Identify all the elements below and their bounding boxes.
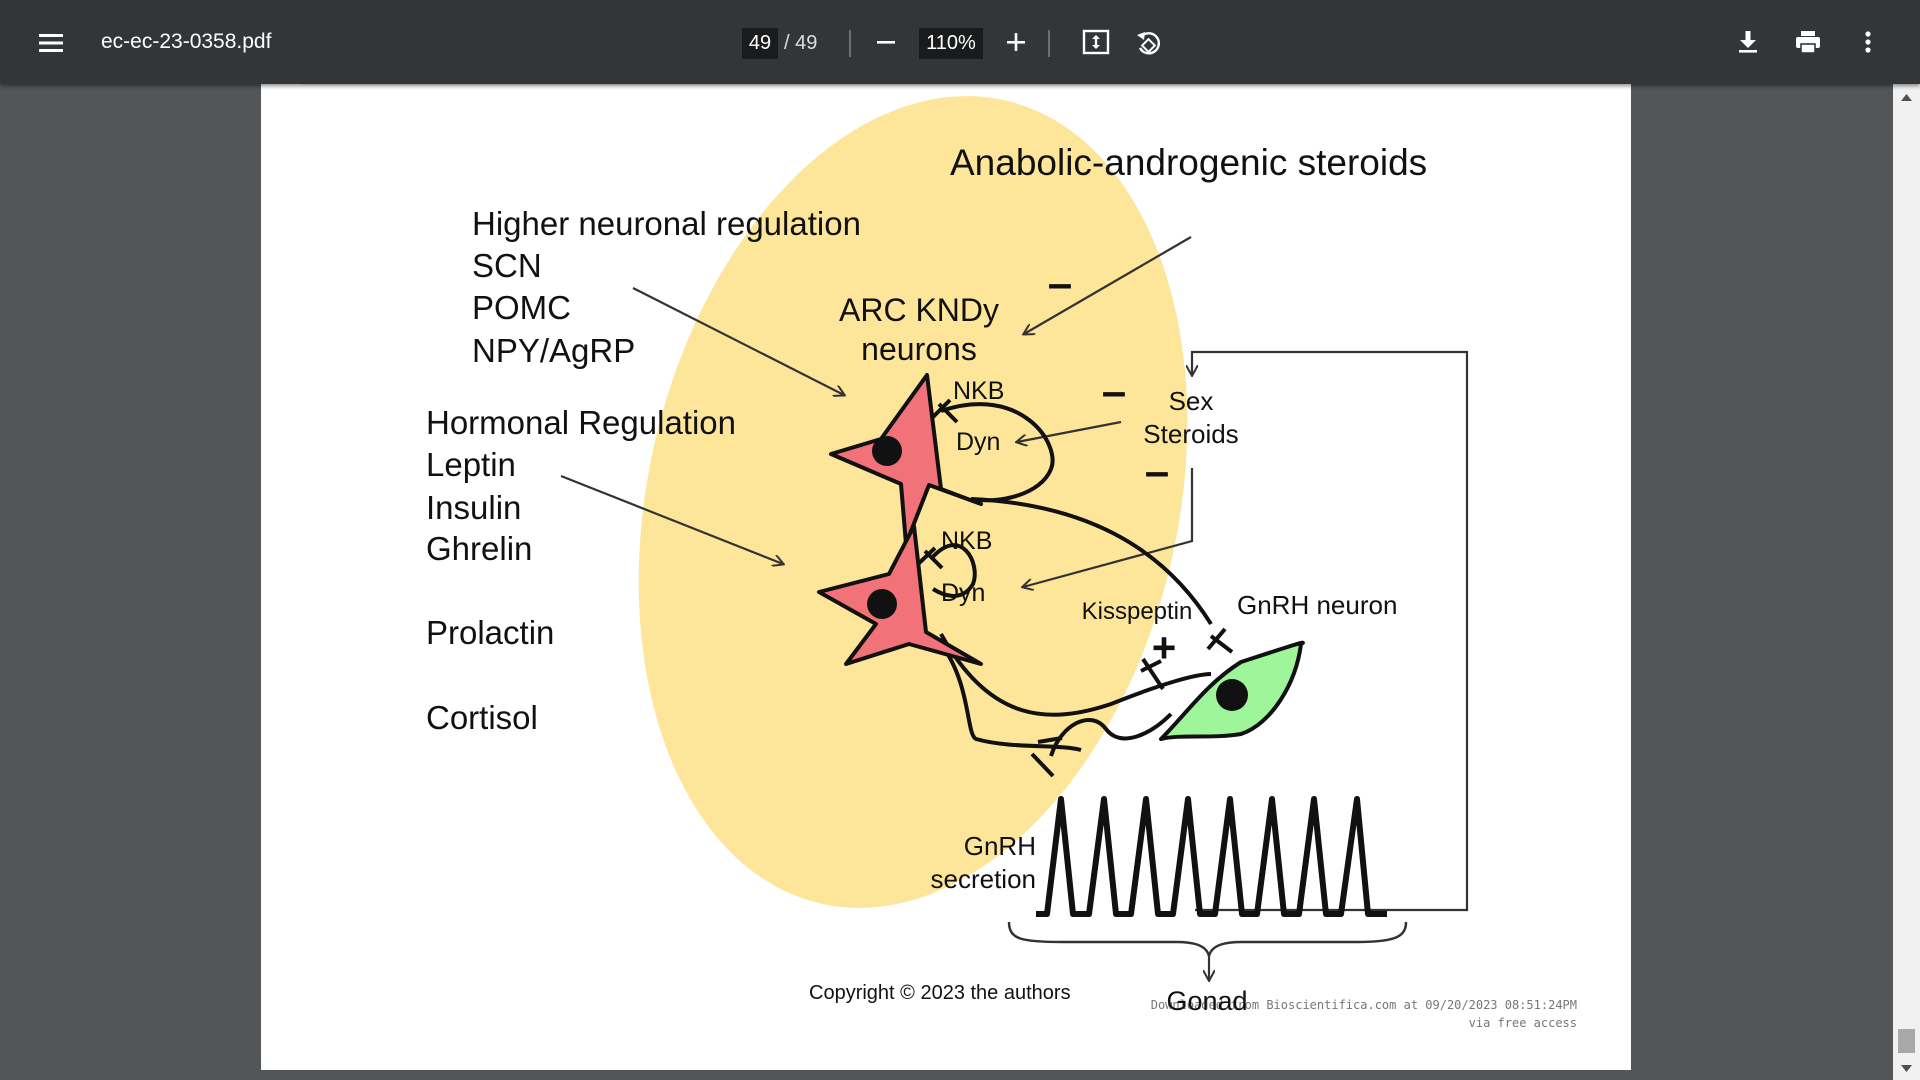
inhibit-sign: – <box>1145 447 1169 496</box>
more-options-button[interactable] <box>1848 22 1888 62</box>
fit-page-button[interactable] <box>1076 22 1116 62</box>
nkb-label: NKB <box>941 527 992 555</box>
scroll-down-icon <box>1901 1065 1912 1072</box>
synapse-marker <box>1206 627 1234 654</box>
pdf-page: Anabolic-androgenic steroids Higher neur… <box>261 84 1631 1070</box>
arc-label: neurons <box>861 331 977 367</box>
download-watermark: via free access <box>1469 1016 1577 1030</box>
zoom-out-icon <box>877 41 895 44</box>
page-number-input[interactable]: 49 <box>742 28 778 59</box>
print-button[interactable] <box>1788 22 1828 62</box>
download-button[interactable] <box>1728 22 1768 62</box>
aas-arrow <box>1024 236 1192 334</box>
synapse-marker <box>1030 736 1063 778</box>
nkb-label: NKB <box>953 377 1004 405</box>
zoom-in-button[interactable] <box>996 22 1036 62</box>
nkb-dyn-loop <box>929 543 977 598</box>
sex-steroids-label: Sex <box>1169 386 1214 416</box>
gonad-label: Gonad <box>1166 986 1247 1016</box>
kndy-nucleus <box>867 589 897 619</box>
kndy-nucleus <box>872 436 902 466</box>
sex-steroids-label: Steroids <box>1143 419 1238 449</box>
kndy-neuron <box>817 524 983 666</box>
curly-brace <box>1007 921 1408 957</box>
hormonal-regulation-heading: Hormonal Regulation <box>426 404 736 441</box>
zoom-out-button[interactable] <box>866 22 906 62</box>
download-watermark: Downloaded from Bioscientifica.com at 09… <box>1151 998 1577 1012</box>
inhibit-sign: – <box>1048 259 1072 308</box>
gnrh-pulses <box>1036 796 1387 917</box>
hamburger-menu-icon <box>39 34 63 52</box>
hormonal-item: Insulin <box>426 489 521 526</box>
gnrh-nucleus <box>1216 679 1248 711</box>
more-options-icon <box>1865 31 1871 53</box>
inhibit-sign: – <box>1102 367 1126 416</box>
neuronal-arrow <box>632 287 844 395</box>
figure-title: Anabolic-androgenic steroids <box>950 142 1427 183</box>
dyn-label: Dyn <box>956 428 1000 456</box>
dyn-label: Dyn <box>941 579 985 607</box>
axon <box>939 633 1212 717</box>
hormonal-item: Cortisol <box>426 699 538 736</box>
download-icon <box>1739 31 1757 53</box>
gnrh-secretion-label: GnRH <box>964 831 1036 861</box>
scroll-up-icon <box>1901 94 1912 101</box>
gnrh-neuron-label: GnRH neuron <box>1237 590 1397 620</box>
hormonal-arrow <box>560 474 783 564</box>
toolbar-divider <box>1048 30 1050 57</box>
fit-page-icon <box>1082 29 1110 55</box>
neuronal-regulation-heading: Higher neuronal regulation <box>472 205 861 242</box>
endocrine-regulation-figure: Anabolic-androgenic steroids Higher neur… <box>301 84 1577 1030</box>
page-separator: / <box>784 32 790 54</box>
pdf-toolbar: ec-ec-23-0358.pdf 49 / 49 110% <box>0 0 1920 84</box>
scrollbar-thumb[interactable] <box>1898 1029 1915 1053</box>
vertical-scrollbar[interactable] <box>1893 84 1920 1080</box>
hormonal-item: Prolactin <box>426 614 554 651</box>
menu-button[interactable] <box>30 22 72 64</box>
neuronal-item: SCN <box>472 247 542 284</box>
arc-label: ARC KNDy <box>839 292 999 328</box>
print-icon <box>1796 31 1820 54</box>
axon <box>970 497 1213 626</box>
zoom-level-input[interactable]: 110% <box>919 28 983 59</box>
hormonal-item: Ghrelin <box>426 530 532 567</box>
synapse-marker <box>1140 657 1165 691</box>
axon <box>1049 712 1173 757</box>
sex-steroid-arrow <box>1023 468 1194 587</box>
toolbar-divider <box>849 30 851 57</box>
stimulate-sign: + <box>1152 624 1177 671</box>
sex-steroid-arrow <box>1017 420 1122 442</box>
kisspeptin-label: Kisspeptin <box>1082 598 1193 625</box>
total-pages: 49 <box>795 32 818 54</box>
neuronal-item: POMC <box>472 289 571 326</box>
feedback-loop <box>1192 350 1469 912</box>
hormonal-item: Leptin <box>426 446 516 483</box>
rotate-button[interactable] <box>1129 22 1169 62</box>
gnrh-secretion-label: secretion <box>931 864 1037 894</box>
page-total: / 49 <box>784 32 817 55</box>
nkb-dyn-loop <box>940 402 1055 503</box>
zoom-in-icon <box>1007 33 1025 51</box>
rotate-icon <box>1137 32 1161 55</box>
file-name: ec-ec-23-0358.pdf <box>101 30 272 53</box>
neuronal-item: NPY/AgRP <box>472 332 635 369</box>
synapse-marker <box>930 398 959 424</box>
copyright-text: Copyright © 2023 the authors <box>809 982 1071 1004</box>
